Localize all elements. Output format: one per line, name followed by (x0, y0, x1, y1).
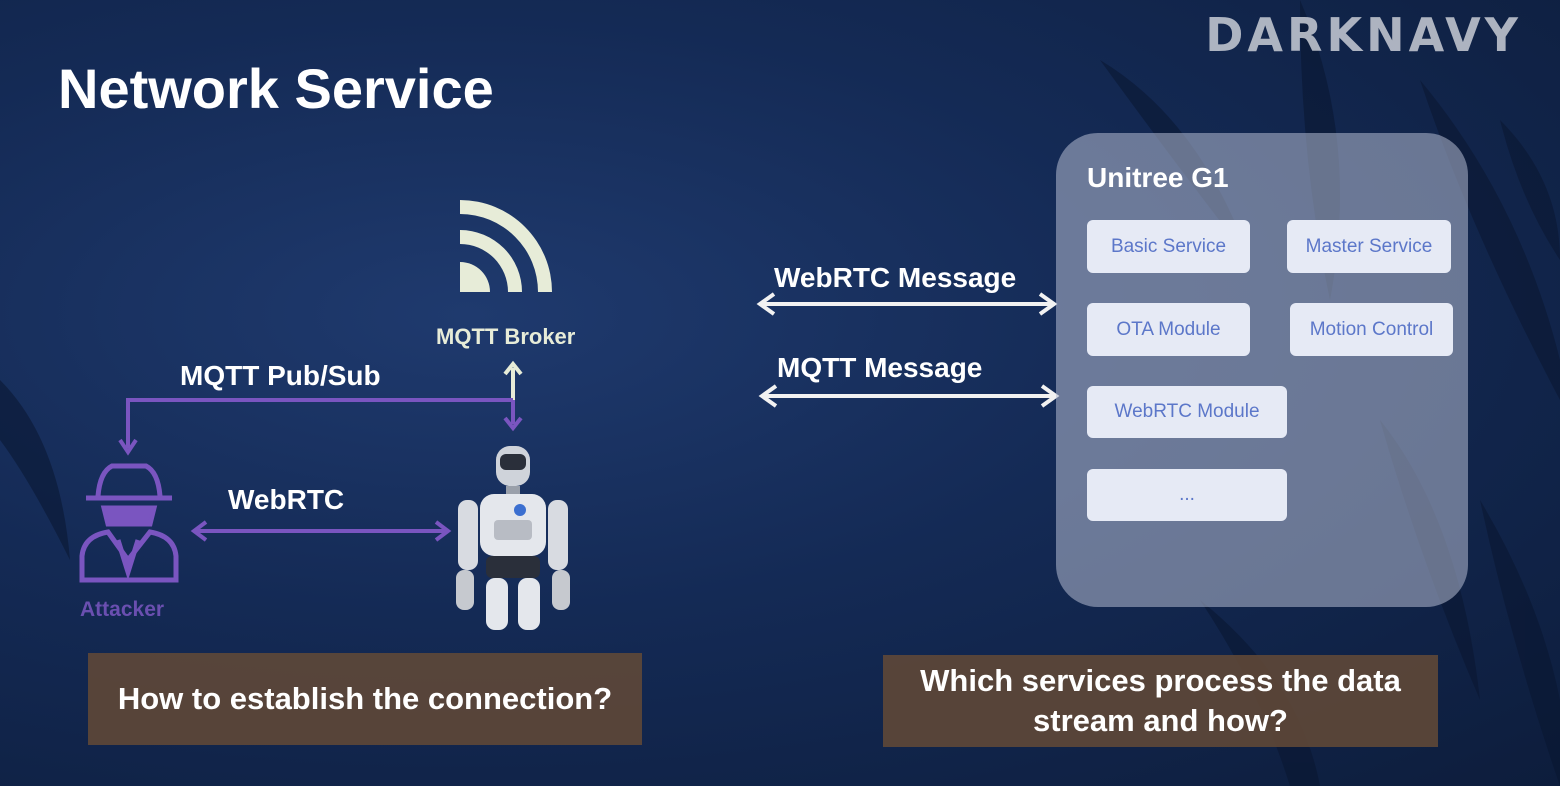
mqtt-pubsub-label: MQTT Pub/Sub (180, 360, 381, 391)
webrtc-message-arrow (756, 292, 1058, 316)
attacker-icon (79, 463, 179, 583)
page-title: Network Service (58, 57, 494, 120)
webrtc-double-arrow (190, 520, 452, 542)
broker-robot-arrow (503, 360, 523, 400)
motion-control-box: Motion Control (1290, 303, 1453, 356)
webrtc-module-box: WebRTC Module (1087, 386, 1287, 438)
more-services-box: ... (1087, 469, 1287, 521)
attacker-label: Attacker (80, 598, 165, 621)
master-service-box: Master Service (1287, 220, 1451, 273)
connection-question-box: How to establish the connection? (88, 653, 642, 745)
webrtc-label: WebRTC (228, 484, 345, 515)
unitree-g1-panel (1056, 133, 1468, 607)
mqtt-message-arrow (758, 384, 1060, 408)
mqtt-broker-label: MQTT Broker (436, 324, 576, 349)
data-stream-question-box: Which services process the data stream a… (883, 655, 1438, 747)
basic-service-box: Basic Service (1087, 220, 1250, 273)
darknavy-logo: DARKNAVY (1205, 8, 1522, 62)
unitree-g1-title: Unitree G1 (1087, 162, 1229, 193)
webrtc-message-label: WebRTC Message (774, 262, 1017, 293)
ota-module-box: OTA Module (1087, 303, 1250, 356)
robot-image (456, 446, 570, 630)
mqtt-message-label: MQTT Message (777, 352, 983, 383)
mqtt-broker-icon (460, 200, 552, 292)
mqtt-pubsub-path (118, 398, 523, 456)
